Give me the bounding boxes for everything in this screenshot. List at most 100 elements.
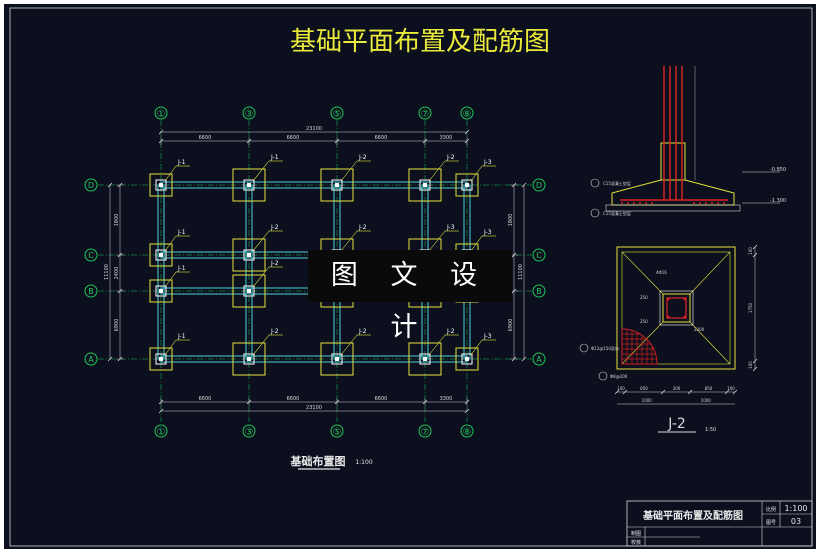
footing-label: J-3: [483, 229, 492, 236]
axis-bubble: [460, 424, 474, 438]
inner-dim: 250: [640, 295, 648, 300]
detail-dim: 1750: [748, 302, 753, 313]
footing: [232, 342, 266, 376]
dimension-text: 3300: [440, 135, 453, 141]
dimension-text: 6600: [287, 396, 300, 402]
detail-dim: 100: [617, 386, 625, 391]
axis-label: A: [536, 355, 542, 364]
title-block-scale-label: 比例: [766, 506, 776, 513]
title-block: 基础平面布置及配筋图 比例 1:100 图号 03 制图 校核: [626, 500, 813, 547]
axis-label: B: [536, 287, 542, 296]
plan-note-1: Φ12@150双向: [591, 345, 619, 351]
axis-bubble: [532, 352, 546, 366]
axis-bubble: [418, 424, 432, 438]
column-core: [159, 289, 163, 293]
axis-bubble: [532, 178, 546, 192]
column: [243, 249, 255, 261]
dimension-text: 6900: [508, 319, 514, 332]
column: [331, 353, 343, 365]
plan-scale: 1:100: [355, 459, 372, 466]
dimension-text: 6600: [199, 396, 212, 402]
detail-dim: 1000: [642, 398, 653, 403]
footing-label: J-2: [358, 224, 367, 231]
footing-label: J-1: [177, 265, 186, 272]
footing: [149, 347, 173, 371]
column-core: [335, 357, 339, 361]
axis-bubble: [330, 424, 344, 438]
column-core: [159, 357, 163, 361]
axis-bubble: [242, 424, 256, 438]
dimension-total: 11100: [518, 264, 524, 280]
footing-plan-outline: [616, 246, 736, 370]
footing: [408, 342, 442, 376]
axis-label: ⑦: [421, 427, 430, 438]
axis-bubble: [84, 284, 98, 298]
title-block-scale-value: 1:100: [784, 504, 807, 513]
footing: [455, 347, 479, 371]
column: [155, 249, 167, 261]
column: [461, 179, 473, 191]
dimension-text: 6600: [375, 135, 388, 141]
footing-label: J-2: [358, 328, 367, 335]
plan-note-3: Φ8@200: [610, 374, 628, 379]
bedding-layer: [605, 204, 741, 212]
column: [155, 285, 167, 297]
axis-label: ⑧: [463, 109, 472, 120]
footing-label: J-3: [483, 159, 492, 166]
axis-label: B: [88, 287, 94, 296]
drawing-title: 基础平面布置及配筋图: [290, 27, 550, 57]
footing: [232, 274, 266, 308]
inner-dim: 250: [640, 319, 648, 324]
axis-bubble: [84, 178, 98, 192]
axis-bubble: [460, 106, 474, 120]
column: [419, 353, 431, 365]
axis-label: D: [88, 181, 94, 190]
dimension-total: 11100: [104, 264, 110, 280]
watermark-text: 图 文 设 计: [330, 260, 490, 343]
footing-label: J-2: [270, 224, 279, 231]
detail-scale: 1:50: [705, 427, 716, 433]
detail-dim: 100: [727, 386, 735, 391]
footing: [408, 168, 442, 202]
rebar-mesh-detail: [621, 328, 658, 365]
footing-label: J-2: [446, 328, 455, 335]
elevation-top: -0.850: [770, 167, 786, 173]
dimension-text: 6600: [199, 135, 212, 141]
column: [155, 353, 167, 365]
column-core: [159, 183, 163, 187]
dimension-text: 1800: [508, 214, 514, 227]
section-note-2: C15混凝土垫层: [603, 210, 631, 216]
column-core: [247, 253, 251, 257]
column-core: [465, 357, 469, 361]
axis-label: ⑤: [333, 427, 342, 438]
plan-note-2: 4Φ16: [656, 270, 667, 275]
axis-label: ①: [157, 109, 166, 120]
title-block-row-1: 制图: [631, 530, 641, 537]
axis-label: C: [536, 251, 542, 260]
footing: [320, 168, 354, 202]
dimension-total: 23100: [306, 126, 322, 132]
column-core: [247, 357, 251, 361]
column-core: [335, 183, 339, 187]
footing: [232, 238, 266, 272]
column-core: [423, 357, 427, 361]
title-block-row-2: 校核: [631, 539, 641, 546]
dimension-text: 1800: [114, 214, 120, 227]
footing-label: J-1: [177, 333, 186, 340]
detail-dim: 100: [748, 247, 753, 255]
axis-label: ③: [245, 427, 254, 438]
title-block-drawing-name: 基础平面布置及配筋图: [642, 509, 743, 522]
column-core: [247, 183, 251, 187]
column-core: [423, 183, 427, 187]
axis-label: ①: [157, 427, 166, 438]
column: [243, 285, 255, 297]
axis-label: C: [88, 251, 94, 260]
column-core: [159, 253, 163, 257]
footing-label: J-2: [358, 154, 367, 161]
axis-bubble: [330, 106, 344, 120]
detail-dim: 1000: [701, 398, 712, 403]
footing-detail-j2: -0.850-1.300C15混凝土垫层C15混凝土垫层Φ12@150双向Φ8@…: [579, 66, 786, 433]
axis-label: ⑧: [463, 427, 472, 438]
footing-label: J-3: [446, 224, 455, 231]
axis-label: A: [88, 355, 94, 364]
